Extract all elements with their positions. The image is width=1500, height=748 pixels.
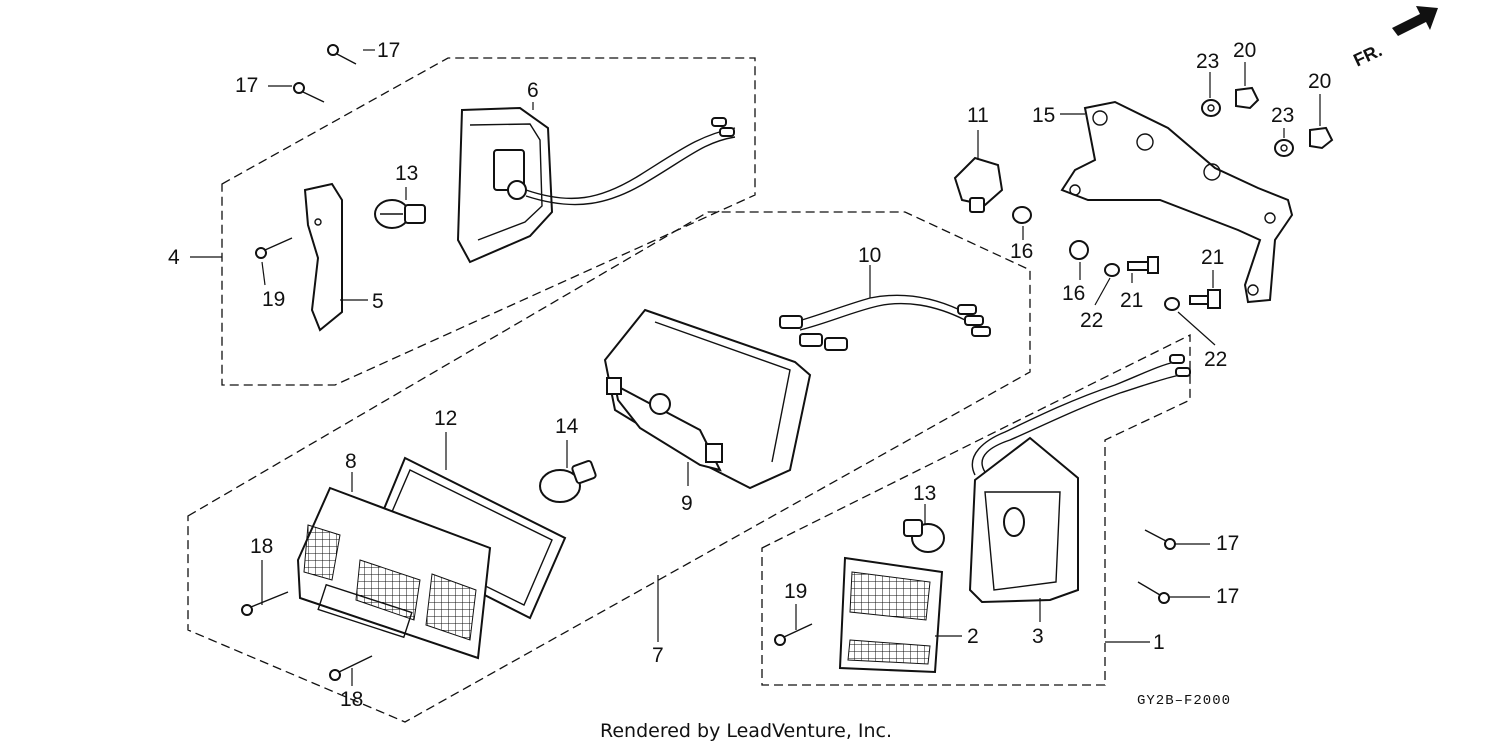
wire-harness-part — [779, 294, 991, 351]
callout-16-upper: 16 — [1010, 240, 1033, 263]
washer-22-a — [1104, 263, 1120, 277]
washer-23-a — [1201, 99, 1221, 117]
leader-lines — [190, 49, 1321, 686]
callout-10: 10 — [858, 244, 881, 267]
screw-17-upper-a — [327, 44, 357, 65]
callout-17-lower-a: 17 — [1216, 532, 1239, 555]
diagram-code: GY2B–F2000 — [1137, 693, 1231, 709]
grommet-16-upper — [1012, 206, 1032, 224]
reflector-lens-part — [303, 182, 343, 332]
callout-23-a: 23 — [1196, 50, 1219, 73]
washer-23-b — [1274, 139, 1294, 157]
front-direction-arrow-icon — [1392, 6, 1438, 36]
callout-13-lower: 13 — [913, 482, 936, 505]
callout-19-lower: 19 — [784, 580, 807, 603]
washer-22-b — [1164, 297, 1180, 311]
callout-21-right: 21 — [1201, 246, 1224, 269]
side-reflector-housing-part — [968, 354, 1191, 604]
callout-14: 14 — [555, 415, 579, 438]
callout-8: 8 — [345, 450, 357, 473]
nut-20-b — [1309, 126, 1334, 150]
screw-17-upper-b — [293, 82, 325, 103]
callout-4: 4 — [168, 246, 180, 269]
front-direction-label: FR. — [1350, 40, 1385, 70]
callout-20-b: 20 — [1308, 70, 1331, 93]
bolt-21-a — [1127, 256, 1159, 274]
callout-15: 15 — [1032, 104, 1055, 127]
callout-18-upper: 18 — [250, 535, 273, 558]
callout-23-b: 23 — [1271, 104, 1294, 127]
callout-6: 6 — [527, 79, 539, 102]
tail-lens-part — [296, 486, 492, 660]
callout-18-lower: 18 — [340, 688, 363, 711]
callout-20-a: 20 — [1233, 39, 1256, 62]
callout-5: 5 — [372, 290, 384, 313]
reflector-housing-part — [456, 106, 736, 264]
rendered-by-credit: Rendered by LeadVenture, Inc. — [600, 720, 892, 742]
screw-18-upper — [241, 591, 289, 616]
screw-18-lower — [329, 655, 373, 681]
callout-21-left: 21 — [1120, 289, 1143, 312]
callout-9: 9 — [681, 492, 693, 515]
grommet-16-lower — [1069, 240, 1089, 260]
callout-19-upper: 19 — [262, 288, 285, 311]
callout-11: 11 — [967, 104, 989, 127]
callout-16-lower: 16 — [1062, 282, 1085, 305]
screw-17-lower-a — [1144, 529, 1176, 550]
nut-20-a — [1235, 86, 1260, 110]
bracket-part — [1060, 100, 1294, 304]
clip-part — [953, 156, 1004, 213]
group-outline-taillight — [187, 211, 1031, 723]
callout-22-right: 22 — [1204, 348, 1227, 371]
callout-17-top: 17 — [377, 39, 400, 62]
tail-light-housing-part — [603, 308, 812, 490]
callout-17-second: 17 — [235, 74, 258, 97]
callout-13-upper: 13 — [395, 162, 418, 185]
callout-12: 12 — [434, 407, 457, 430]
bulb-13-upper-part — [374, 199, 426, 229]
group-outline-rear-reflector — [221, 57, 756, 386]
group-outline-side-reflector — [761, 333, 1191, 686]
callout-1: 1 — [1153, 631, 1165, 654]
bolt-21-b — [1189, 289, 1221, 309]
bulb-13-lower-part — [903, 519, 945, 553]
screw-17-lower-b — [1137, 581, 1170, 604]
callout-17-lower-b: 17 — [1216, 585, 1239, 608]
callout-22-left: 22 — [1080, 309, 1103, 332]
callout-3: 3 — [1032, 625, 1044, 648]
side-reflector-lens-part — [838, 556, 944, 674]
bulb-14-part — [539, 459, 597, 503]
callout-2: 2 — [967, 625, 979, 648]
screw-19-lower — [774, 623, 813, 646]
callout-7: 7 — [652, 644, 664, 667]
screw-19-upper — [255, 237, 293, 259]
